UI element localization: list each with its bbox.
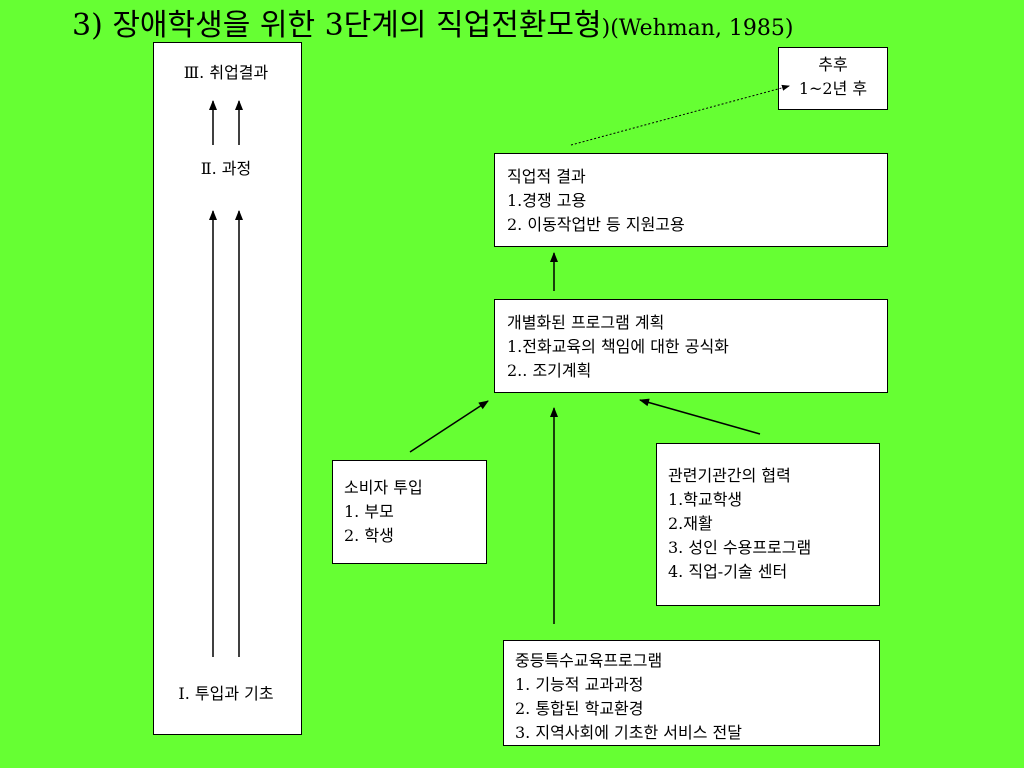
outcome-to-followup-dotted-arrow xyxy=(570,84,790,146)
secondary-special-ed-box: 중등특수교육프로그램 1. 기능적 교과과정 2. 통합된 학교환경 3. 지역… xyxy=(503,640,880,746)
agency-to-plan-arrow xyxy=(639,398,761,435)
employment-outcome-item-2: 2. 이동작업반 등 지원고용 xyxy=(507,215,685,234)
stage3-label: Ⅲ. 취업결과 xyxy=(183,63,269,82)
agency-cooperation-item-3: 3. 성인 수용프로그램 xyxy=(668,538,812,557)
employment-outcome-title: 직업적 결과 xyxy=(507,167,586,186)
individual-plan-title: 개별화된 프로그램 계획 xyxy=(507,313,665,332)
individual-plan-box: 개별화된 프로그램 계획 1.전화교육의 책임에 대한 공식화 2.. 조기계획 xyxy=(494,299,888,393)
consumer-input-item-1: 1. 부모 xyxy=(344,502,394,521)
stage-panel xyxy=(153,42,302,735)
secondary-special-ed-title: 중등특수교육프로그램 xyxy=(515,651,663,670)
secondary-special-ed-item-2: 2. 통합된 학교환경 xyxy=(515,699,644,718)
followup-box: 추후 1~2년 후 xyxy=(778,47,888,110)
employment-outcome-item-1: 1.경쟁 고용 xyxy=(507,191,587,210)
consumer-to-plan-arrow xyxy=(409,400,489,453)
stage1-label: Ⅰ. 투입과 기초 xyxy=(178,684,274,703)
title-citation: )(Wehman, 1985) xyxy=(601,16,794,41)
individual-plan-item-1: 1.전화교육의 책임에 대한 공식화 xyxy=(507,337,729,356)
secondary-special-ed-item-3: 3. 지역사회에 기초한 서비스 전달 xyxy=(515,723,742,742)
consumer-input-item-2: 2. 학생 xyxy=(344,526,394,545)
agency-cooperation-item-4: 4. 직업-기술 센터 xyxy=(668,562,788,581)
followup-line-2: 1~2년 후 xyxy=(798,79,868,98)
employment-outcome-box: 직업적 결과 1.경쟁 고용 2. 이동작업반 등 지원고용 xyxy=(494,153,888,247)
agency-cooperation-item-1: 1.학교학생 xyxy=(668,490,743,509)
consumer-input-box: 소비자 투입 1. 부모 2. 학생 xyxy=(332,460,487,564)
agency-cooperation-title: 관련기관간의 협력 xyxy=(668,466,791,485)
agency-cooperation-item-2: 2.재활 xyxy=(668,514,713,533)
secondary-special-ed-item-1: 1. 기능적 교과과정 xyxy=(515,675,644,694)
followup-line-1: 추후 xyxy=(818,55,848,74)
stage2-label: Ⅱ. 과정 xyxy=(200,159,252,178)
agency-cooperation-box: 관련기관간의 협력 1.학교학생 2.재활 3. 성인 수용프로그램 4. 직업… xyxy=(656,443,880,606)
title-main: 3) 장애학생을 위한 3단계의 직업전환모형 xyxy=(72,8,602,43)
slide-title: 3) 장애학생을 위한 3단계의 직업전환모형)(Wehman, 1985) xyxy=(72,6,794,49)
consumer-input-title: 소비자 투입 xyxy=(344,478,423,497)
individual-plan-item-2: 2.. 조기계획 xyxy=(507,361,592,380)
